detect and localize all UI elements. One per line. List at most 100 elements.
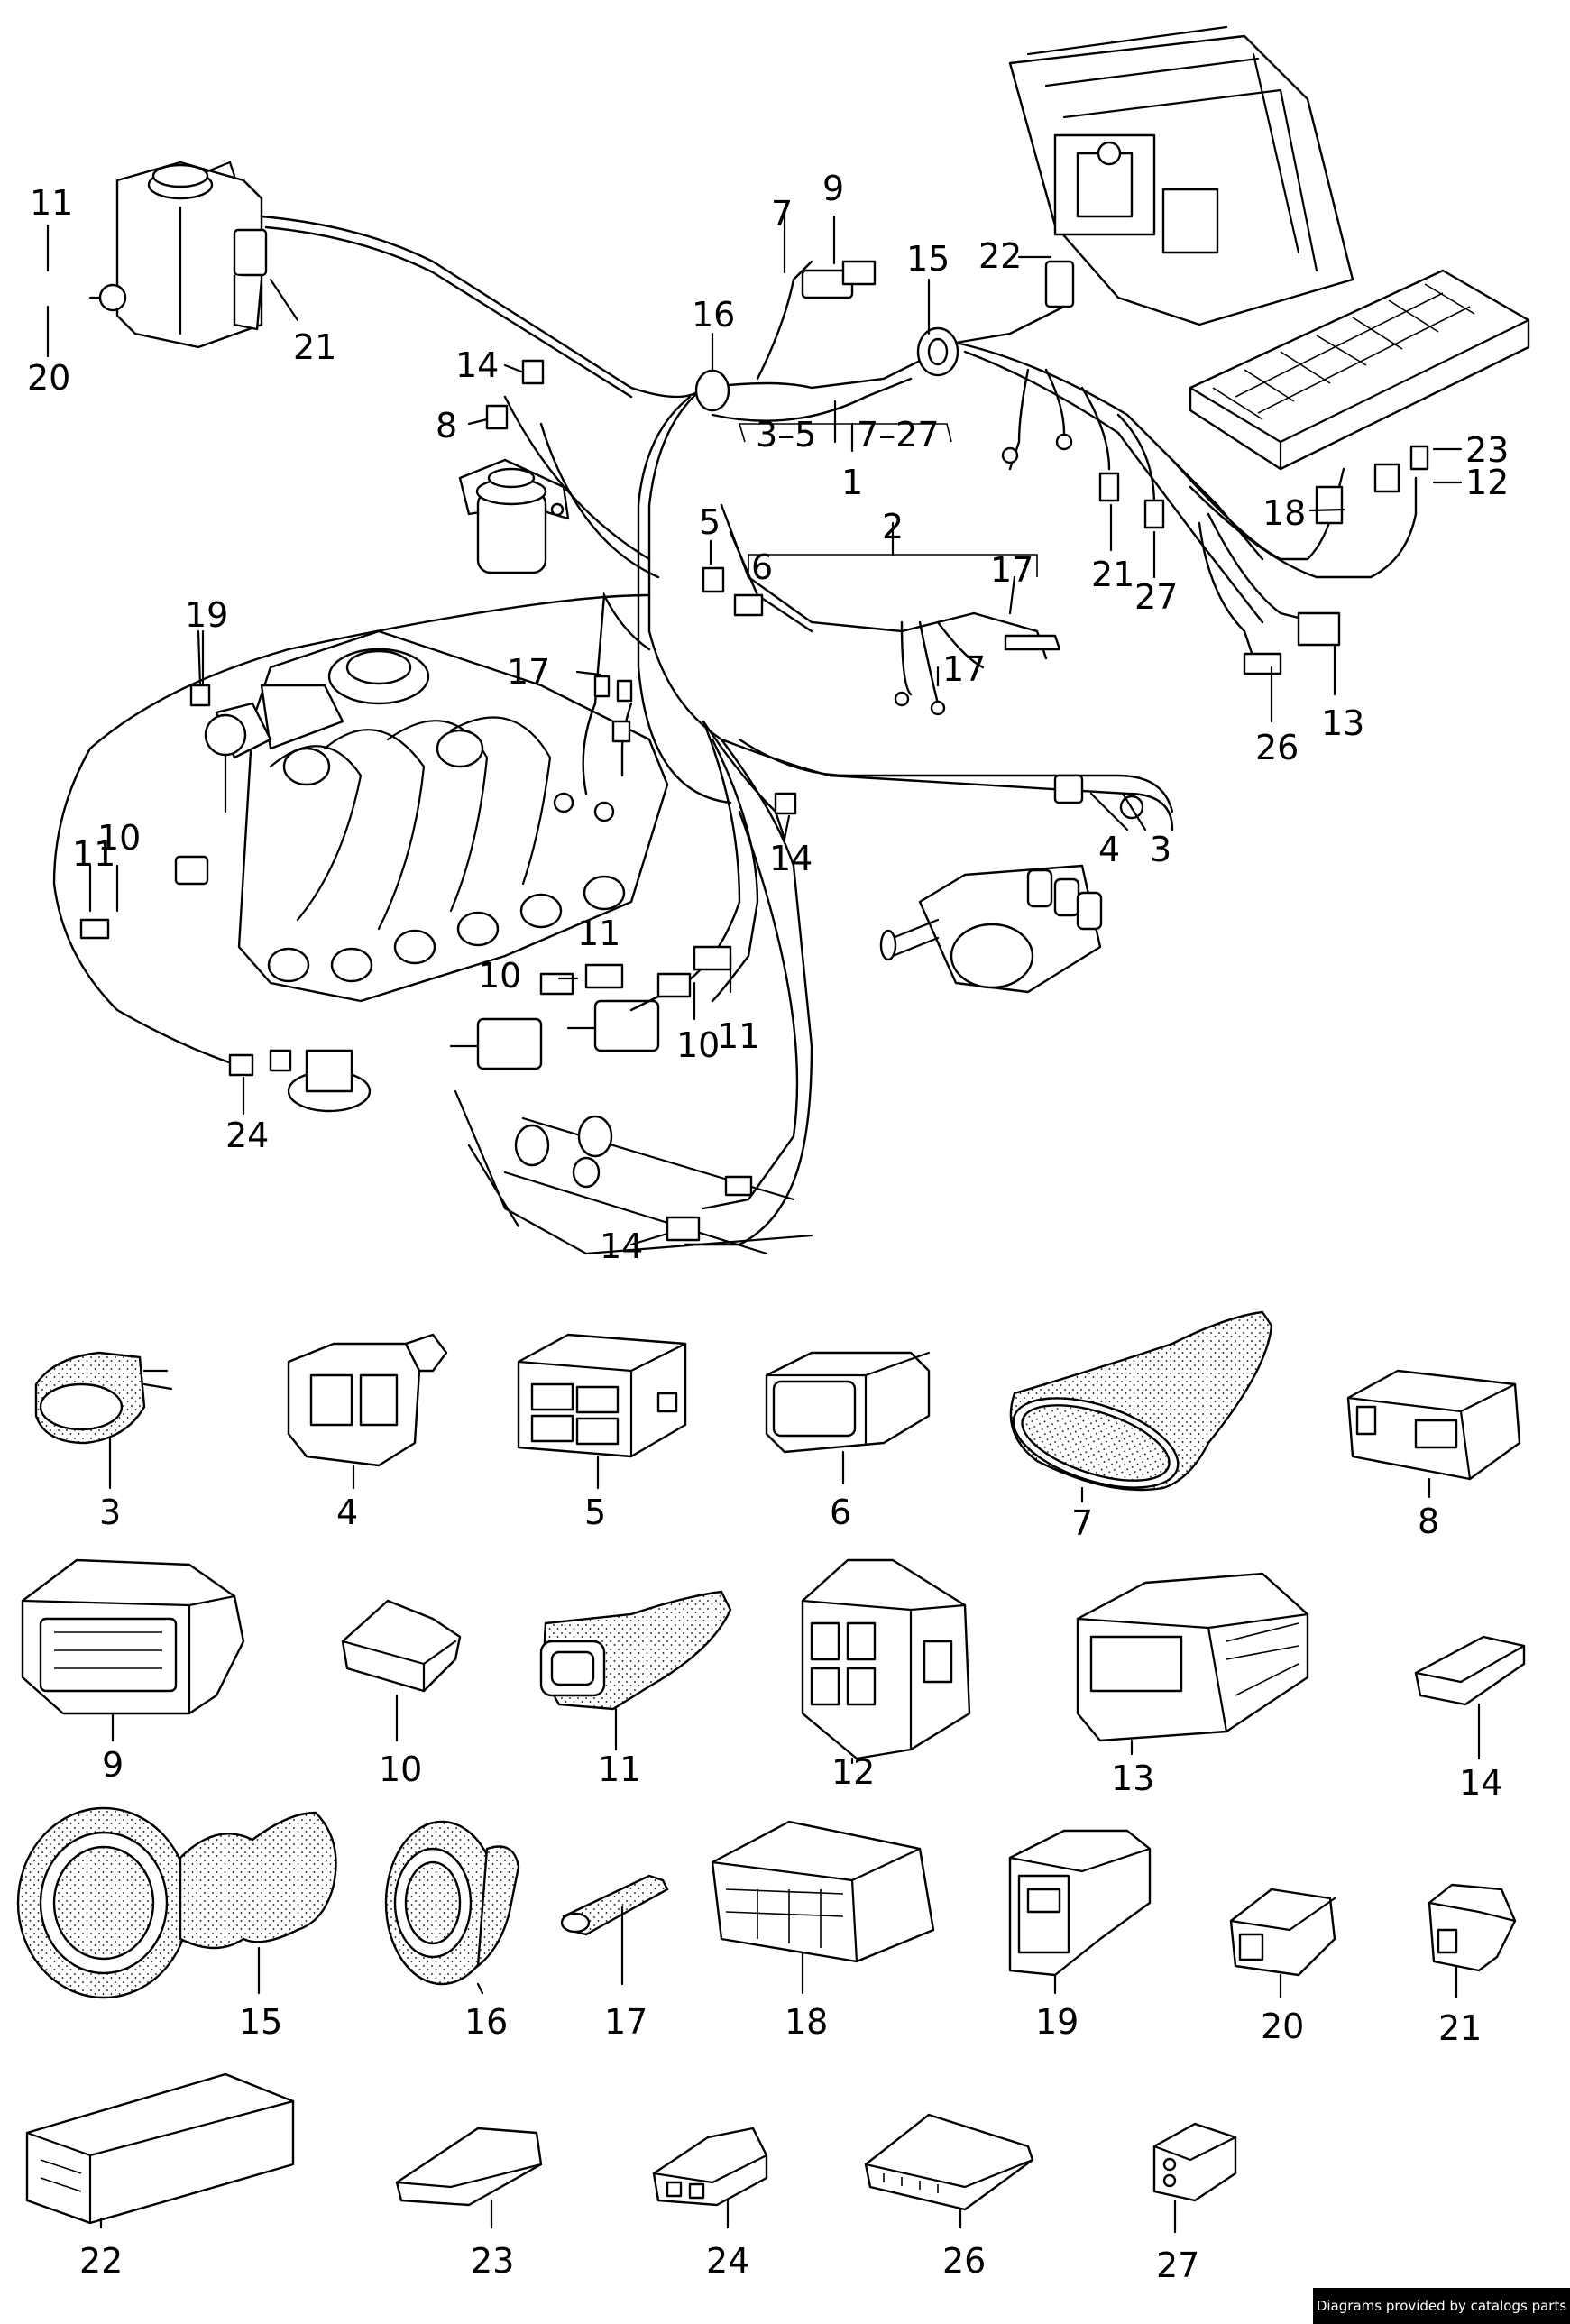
leader-lines [46,210,1463,1246]
callout-8: 8 [436,406,457,446]
callout-15: 15 [906,239,950,279]
part-label-9: 9 [102,1745,124,1785]
part-label-18: 18 [785,2002,828,2042]
part-13: 13 [1076,1572,1309,1798]
instrument-cluster [1008,25,1354,326]
part-22: 22 [25,2072,295,2281]
part-label-20: 20 [1261,2007,1304,2046]
part-4: 4 [287,1333,448,1532]
callout-23: 23 [1465,430,1509,470]
harness-grommets [694,326,959,412]
callout-10b: 10 [478,956,521,996]
callout-4: 4 [1098,830,1120,869]
callout-11: 11 [30,183,73,223]
part-14: 14 [1414,1635,1526,1803]
callout-10c: 10 [676,1025,720,1065]
callout-13: 13 [1321,703,1364,743]
callout-21b: 21 [1091,555,1134,594]
callout-6: 6 [751,547,773,587]
part-15: 15 [16,1806,337,2042]
part-label-15: 15 [239,2002,282,2042]
callout-14: 14 [455,345,499,385]
part-label-24: 24 [706,2241,749,2281]
harness-connectors [79,260,1429,1242]
part-label-23: 23 [471,2241,514,2281]
part-20: 20 [1229,1888,1336,2046]
callout-1: 1 [841,463,863,502]
part-label-10: 10 [379,1750,422,1789]
callout-27: 27 [1134,577,1178,617]
callout-17b: 17 [942,649,986,689]
callout-9: 9 [822,169,844,208]
part-24: 24 [652,2127,768,2281]
relay-fuse-panel [1189,269,1530,471]
callout-21: 21 [293,327,336,367]
callout-22: 22 [978,236,1022,276]
part-16: 16 [384,1820,520,2042]
callout-2: 2 [882,507,904,547]
callout-range-3-5: 3–5 [756,415,816,455]
part-label-8: 8 [1418,1502,1439,1541]
part-3: 3 [34,1351,173,1532]
callout-16: 16 [692,295,735,335]
part-label-16: 16 [464,2002,508,2042]
callout-17a: 17 [990,550,1033,590]
distributor [879,864,1103,994]
part-6: 6 [765,1351,931,1532]
part-label-17: 17 [604,2002,647,2042]
callout-12: 12 [1465,463,1509,502]
callout-labels-upper: 11 20 21 14 8 7 9 16 15 22 3–5 7–27 1 5 … [27,169,1509,1266]
callout-3: 3 [1150,830,1171,869]
part-label-4: 4 [336,1493,358,1532]
callout-26: 26 [1255,728,1299,767]
part-label-7: 7 [1071,1503,1093,1543]
callout-19: 19 [185,595,228,635]
part-21: 21 [1428,1883,1517,2048]
part-label-21: 21 [1438,2008,1482,2048]
part-12: 12 [801,1558,971,1792]
part-label-12: 12 [831,1752,875,1792]
part-label-6: 6 [830,1493,851,1532]
callout-17c: 17 [507,652,550,692]
part-9: 9 [21,1558,245,1785]
callout-20: 20 [27,358,70,398]
part-7: 7 [1009,1310,1273,1543]
callout-14c: 14 [600,1226,643,1266]
callout-14b: 14 [769,839,813,878]
intake-manifold [204,629,669,1003]
ignition-coil [458,458,570,574]
callout-10: 10 [97,818,141,858]
part-label-5: 5 [584,1493,606,1532]
part-label-3: 3 [99,1493,121,1532]
part-label-19: 19 [1035,2002,1079,2042]
part-label-26: 26 [942,2241,986,2281]
part-18: 18 [711,1820,935,2042]
watermark-caption: Diagrams provided by catalogs parts [1313,2288,1570,2324]
solenoid-valves [449,999,660,1070]
harness-assembly: 11 20 21 14 8 7 9 16 15 22 3–5 7–27 1 5 … [27,25,1530,1266]
part-label-27: 27 [1156,2246,1199,2285]
part-label-22: 22 [79,2241,123,2281]
part-17: 17 [560,1874,669,2042]
callout-18: 18 [1262,493,1306,533]
part-label-13: 13 [1111,1759,1154,1798]
part-23: 23 [395,2127,543,2281]
part-label-14: 14 [1459,1763,1502,1803]
part-label-11: 11 [598,1750,641,1789]
part-27: 27 [1152,2122,1237,2285]
part-19: 19 [1008,1829,1152,2042]
callout-7: 7 [771,194,793,234]
callout-11c: 11 [577,914,620,953]
callout-11b: 11 [72,834,115,874]
parts-catalog: 3 4 5 6 [16,1310,1526,2285]
coolant-reservoir [88,161,268,349]
callout-24: 24 [225,1116,269,1155]
temp-sensor [287,1049,372,1113]
part-5: 5 [517,1333,687,1532]
part-10: 10 [341,1599,462,1789]
callout-range-7-27: 7–27 [857,415,940,455]
callout-11d: 11 [717,1016,760,1056]
part-8: 8 [1346,1369,1521,1541]
part-26: 26 [864,2113,1034,2281]
